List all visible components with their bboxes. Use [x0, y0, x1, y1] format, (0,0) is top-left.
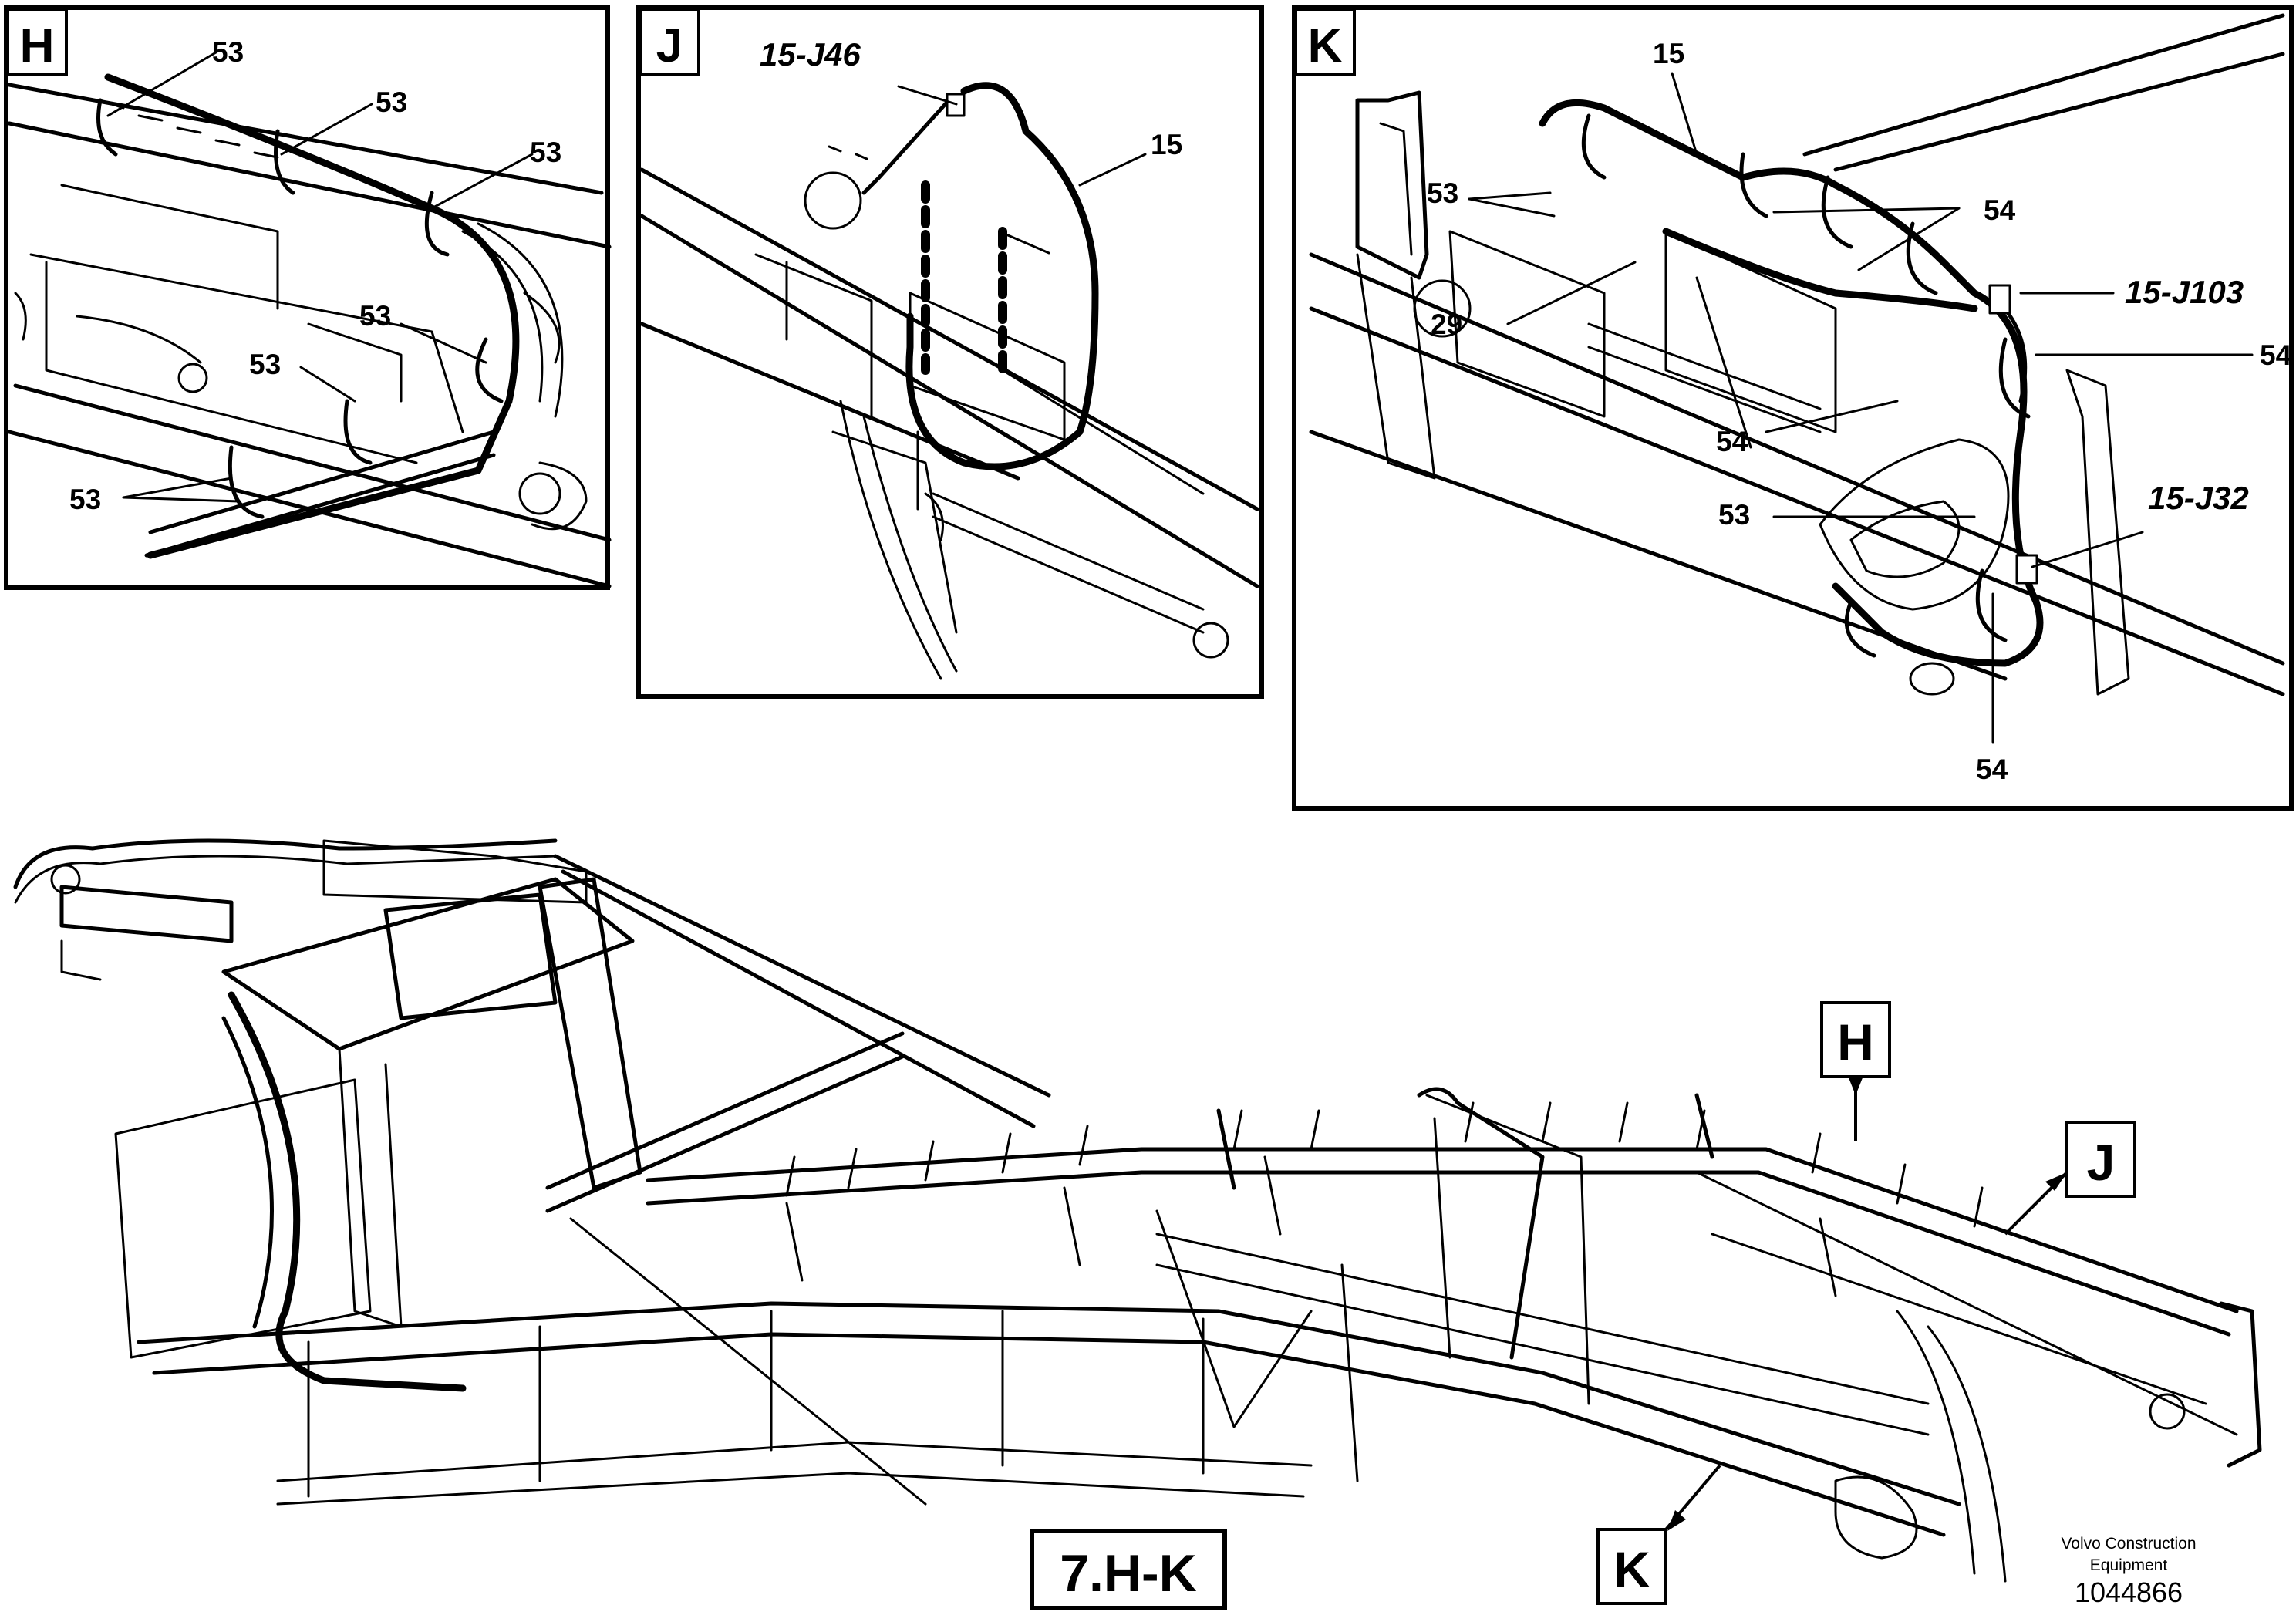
marker-h: H: [1820, 1001, 1891, 1141]
marker-k-letter: K: [1613, 1541, 1650, 1598]
company-name-line2: Equipment: [2090, 1556, 2168, 1574]
callout-k-29: 29: [1431, 309, 1462, 340]
leaders-j: [897, 85, 1147, 187]
leaders-h: [106, 51, 534, 503]
panel-k-letter: K: [1308, 19, 1343, 73]
marker-j-letter: J: [2087, 1134, 2116, 1191]
connector-15-j103-label: 15-J103: [2125, 274, 2244, 310]
callout-k-54-top: 54: [1984, 194, 2016, 226]
callout-k-15: 15: [1653, 38, 1684, 69]
marker-k: K: [1596, 1464, 1721, 1605]
callout-k-54-right: 54: [2260, 339, 2292, 371]
callout-h-53-5: 53: [249, 349, 281, 380]
panel-j-letter: J: [656, 19, 683, 73]
company-name-line1: Volvo Construction: [2061, 1535, 2196, 1553]
callout-h-53-2: 53: [376, 86, 407, 118]
callout-h-53-1: 53: [212, 36, 244, 68]
detail-panel-k: K: [1292, 5, 2294, 811]
view-label: 7.H-K: [1060, 1544, 1197, 1603]
callout-h-53-4: 53: [359, 300, 391, 332]
callout-k-53-top: 53: [1427, 177, 1458, 209]
frame-drawing-j: [639, 82, 1259, 680]
connector-15-j46-label: 15-J46: [760, 36, 861, 73]
marker-j: J: [2004, 1121, 2136, 1236]
main-frame-drawing: [13, 838, 2262, 1583]
detail-panel-j: J 15-J46 15: [636, 5, 1264, 699]
panel-h-letter: H: [20, 19, 55, 73]
callout-k-53-mid: 53: [1718, 499, 1750, 531]
callout-h-53-6: 53: [69, 484, 101, 515]
callout-h-53-3: 53: [530, 137, 561, 168]
connector-15-j32-label: 15-J32: [2148, 480, 2249, 516]
leaders-k: [1468, 72, 2254, 744]
callout-j-15: 15: [1151, 129, 1182, 160]
view-label-box: 7.H-K: [1030, 1529, 1227, 1610]
marker-h-letter: H: [1837, 1013, 1874, 1071]
callout-k-54-bottom: 54: [1976, 754, 2008, 785]
callout-k-54-mid: 54: [1716, 426, 1748, 457]
frame-drawing-k: [1309, 13, 2285, 696]
drawing-number: 1044866: [2075, 1576, 2183, 1608]
detail-panel-h: H 53: [4, 5, 612, 590]
